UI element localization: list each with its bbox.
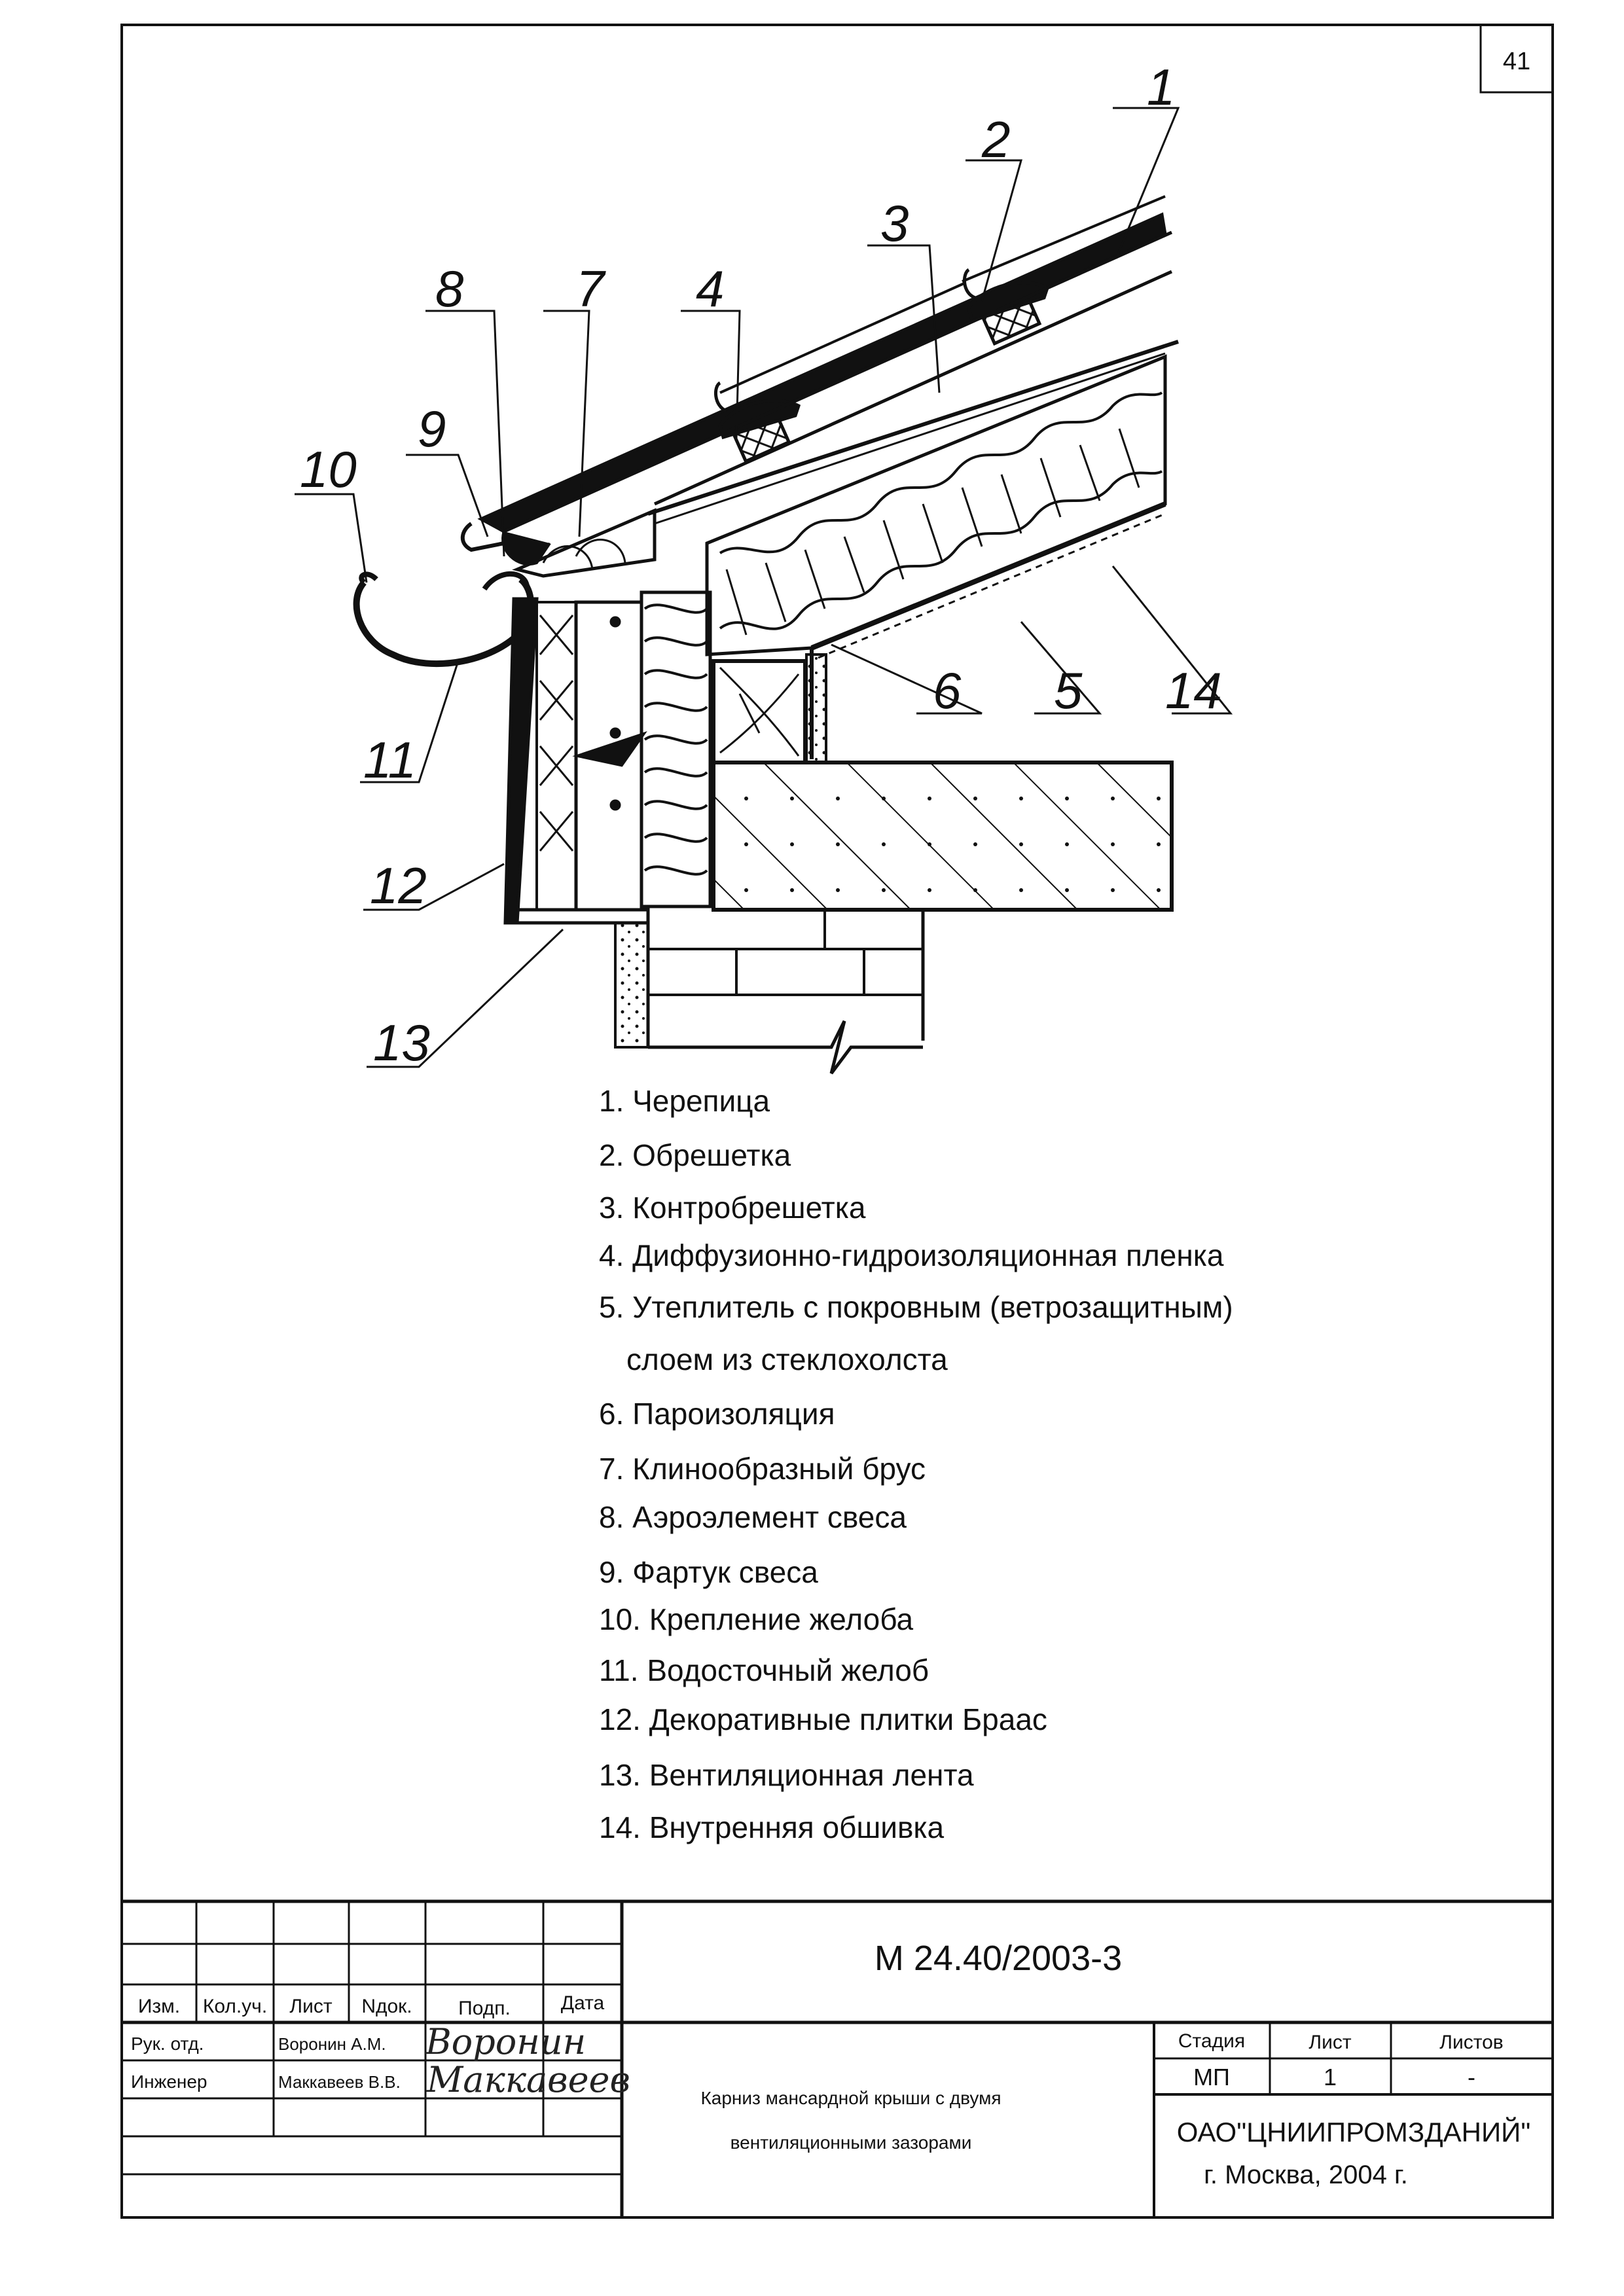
name-2: Маккавеев В.В. [278,2072,401,2092]
counter-batten [503,230,1173,533]
callout-2: 2 [981,111,1010,168]
role-2: Инженер [131,2072,208,2092]
callout-5: 5 [1054,662,1083,719]
legend-item-2: 2. Обрешетка [599,1138,791,1172]
signature-2: Маккавеев [426,2059,630,2100]
vapor-barrier [805,653,827,764]
callout-8: 8 [435,260,463,317]
stage-value: МП [1193,2064,1230,2090]
sheets-value: - [1468,2064,1475,2090]
hdr-izm: Изм. [138,1996,180,2017]
callout-7: 7 [576,260,606,317]
legend-item-5: 5. Утеплитель с покровным (ветрозащитным… [599,1290,1233,1324]
callout-3: 3 [880,194,909,252]
callout-1: 1 [1147,58,1175,116]
stage-label: Стадия [1178,2030,1245,2052]
legend-item-14: 14. Внутренняя обшивка [599,1810,945,1844]
fascia-decorative-tiles [503,597,539,925]
hdr-data: Дата [561,1992,605,2014]
hdr-kol: Кол.уч. [203,1996,267,2017]
callout-14: 14 [1165,662,1222,719]
batten-upper [967,281,1050,346]
title-line-2: вентиляционными зазорами [731,2132,972,2153]
hdr-ndok: Nдок. [361,1996,412,2017]
sheet-label: Лист [1308,2032,1351,2053]
inner-lining [810,501,1166,651]
sheet-frame [120,24,1554,2219]
brick-wall [614,906,925,1075]
page-number: 41 [1503,48,1530,75]
fascia-battens [535,601,577,911]
legend-item-13: 13. Вентиляционная лента [599,1758,974,1792]
signature-1: Воронин [425,2021,586,2062]
city-year: г. Москва, 2004 г. [1204,2161,1408,2189]
legend-item-7: 7. Клинообразный брус [599,1452,926,1486]
callout-13: 13 [373,1014,430,1071]
legend-item-4: 4. Диффузионно-гидроизоляционная пленка [599,1238,1224,1272]
wedge-beam [512,508,657,578]
leader-lines [295,107,1233,1068]
legend-item-10: 10. Крепление желоба [599,1602,914,1636]
legend-item-11: 11. Водосточный желоб [599,1653,929,1687]
legend-item-1: 1. Черепица [599,1084,770,1118]
callout-12: 12 [370,857,427,914]
sheets-label: Листов [1439,2032,1503,2053]
name-1: Воронин А.М. [278,2034,386,2054]
page-number-box [1479,24,1554,94]
legend-item-3: 3. Контробрешетка [599,1191,866,1225]
diffusion-membrane [647,340,1179,516]
tile-course-line [962,195,1166,283]
legend-item-6: 6. Пароизоляция [599,1397,835,1431]
gutter [353,576,535,668]
callout-4: 4 [696,260,724,317]
hdr-podp: Подп. [458,1998,511,2019]
legend-item-5-cont: слоем из стеклохолста [626,1342,948,1376]
legend-item-9: 9. Фартук свеса [599,1555,818,1589]
callout-9: 9 [418,400,446,457]
vent-tape [517,908,650,925]
callout-6: 6 [933,662,962,719]
callout-11: 11 [363,731,416,789]
doc-code: М 24.40/2003-3 [875,1939,1122,1978]
organization: ОАО"ЦНИИПРОМЗДАНИЙ" [1177,2116,1531,2147]
legend-item-8: 8. Аэроэлемент свеса [599,1500,907,1534]
callout-labels: 1 2 3 4 5 6 7 8 9 10 11 12 13 14 [300,58,1222,1071]
role-1: Рук. отд. [131,2034,204,2054]
hdr-list: Лист [289,1996,332,2017]
legend-item-12: 12. Декоративные плитки Браас [599,1702,1047,1736]
callout-10: 10 [300,440,357,498]
title-block [122,1899,1553,2217]
eave-section-drawing [353,195,1179,1075]
title-line-1: Карниз мансардной крыши с двумя [700,2088,1001,2108]
title-block-text: М 24.40/2003-3 Изм. Кол.уч. Лист Nдок. П… [131,1939,1530,2189]
sheet-value: 1 [1324,2064,1337,2090]
wall-insulation [640,590,712,908]
